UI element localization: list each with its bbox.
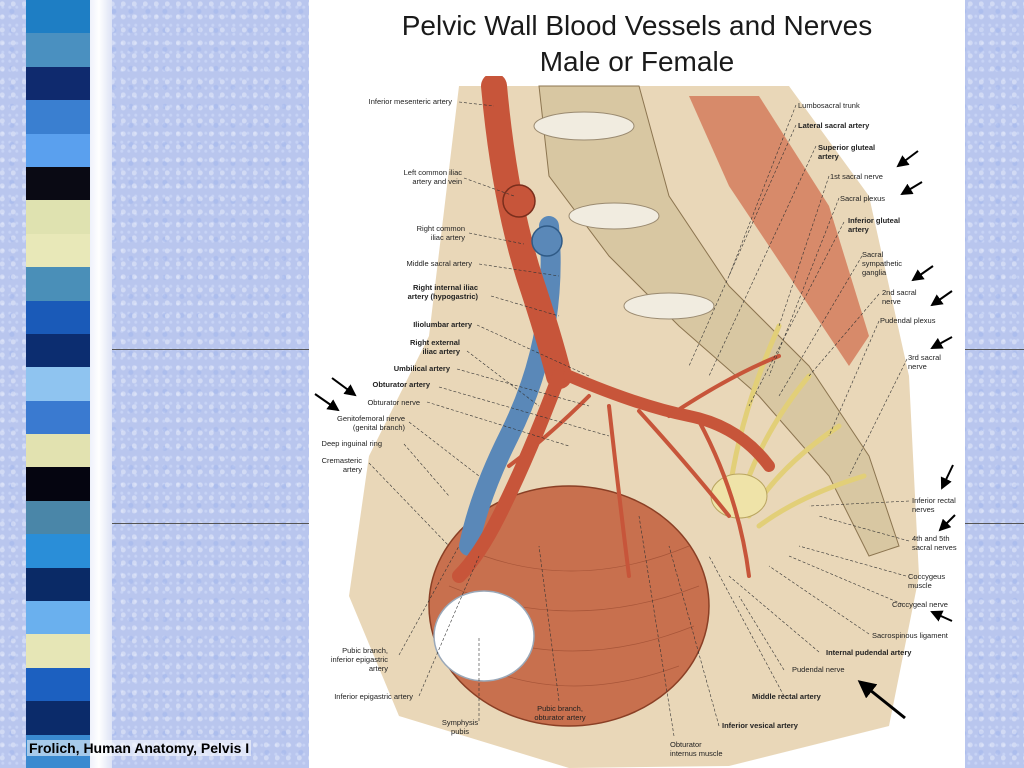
label-middle-rectal-artery: Middle rectal artery <box>752 692 821 701</box>
label-3rd-sacral-nerve: 3rd sacral nerve <box>908 353 941 371</box>
label-symphysis-pubis: Symphysis pubis <box>441 718 479 736</box>
label-cremasteric-artery: Cremasteric artery <box>321 456 362 474</box>
label-lumbosacral-trunk: Lumbosacral trunk <box>798 101 860 110</box>
pelvic-anatomy-illustration <box>349 76 919 768</box>
common-iliac-artery <box>481 76 572 389</box>
label-sacral-sympathetic-ganglia: Sacral sympathetic ganglia <box>862 250 903 277</box>
label-iliolumbar-artery: Iliolumbar artery <box>413 320 472 329</box>
stripe-band <box>26 66 90 102</box>
label-right-external-iliac-artery: Right external iliac artery <box>409 338 460 356</box>
label-sacrospinous-ligament: Sacrospinous ligament <box>872 631 948 640</box>
stripe-band <box>26 233 90 269</box>
label-inferior-rectal-nerves: Inferior rectal nerves <box>912 496 956 514</box>
label-pudendal-nerve: Pudendal nerve <box>792 665 845 674</box>
piriformis-muscle <box>689 96 869 366</box>
stripe-band <box>26 634 90 669</box>
stripe-band <box>26 0 90 35</box>
arrow-inferior-rectal-nerves <box>940 464 954 490</box>
stripe-band <box>26 166 90 202</box>
label-right-common-iliac-artery: Right common iliac artery <box>416 224 465 242</box>
label-middle-sacral-artery: Middle sacral artery <box>406 259 472 268</box>
label-1st-sacral-nerve: 1st sacral nerve <box>830 172 883 181</box>
vertebral-discs <box>533 111 715 320</box>
stripe-band <box>26 534 90 569</box>
arrow-1st-sacral-nerve <box>896 150 919 168</box>
arrow-genitofemoral-nerve <box>314 393 340 412</box>
label-pudendal-plexus: Pudendal plexus <box>880 316 936 325</box>
label-4th-5th-sacral-nerves: 4th and 5th sacral nerves <box>912 534 957 552</box>
stripe-band <box>26 434 90 469</box>
arrow-3rd-sacral-nerve <box>930 336 953 349</box>
label-inferior-mesenteric-artery: Inferior mesenteric artery <box>368 97 452 106</box>
slide-title-line-1: Pelvic Wall Blood Vessels and Nerves <box>401 10 873 41</box>
stripe-band <box>26 333 90 369</box>
arrow-obturator-nerve <box>331 377 357 397</box>
label-pubic-branch-inferior-epigastric: Pubic branch, inferior epigastric artery <box>330 646 388 673</box>
stripe-band <box>26 701 90 736</box>
label-obturator-internus-muscle: Obturator internus muscle <box>670 740 723 758</box>
iliac-vein-cross-section <box>531 225 563 257</box>
stripe-band <box>26 467 90 502</box>
arrow-pudendal-plexus <box>930 290 953 307</box>
pubic-bone <box>433 590 535 682</box>
label-pubic-branch-obturator-artery: Pubic branch, obturator artery <box>534 704 586 722</box>
stripe-band <box>26 667 90 703</box>
label-inferior-vesical-artery: Inferior vesical artery <box>722 721 798 730</box>
stripe-band <box>26 300 90 335</box>
label-leader-lines <box>368 101 910 737</box>
label-inferior-epigastric-artery: Inferior epigastric artery <box>334 692 413 701</box>
slide-title: Pelvic Wall Blood Vessels and Nerves Mal… <box>309 8 965 80</box>
stripe-band <box>26 33 90 68</box>
stripe-band <box>26 367 90 402</box>
decorative-stripe-column <box>26 0 90 768</box>
label-right-internal-iliac-artery: Right internal iliac artery (hypogastric… <box>407 283 478 301</box>
arrow-pudendal-nerve <box>857 680 906 720</box>
arrow-2nd-sacral-nerve <box>911 265 934 282</box>
label-coccygeal-nerve: Coccygeal nerve <box>892 600 948 609</box>
decorative-shadow-bar <box>90 0 112 768</box>
external-iliac-artery <box>452 369 566 583</box>
iliac-artery-cross-section <box>502 184 536 218</box>
stripe-band <box>26 267 90 302</box>
label-deep-inguinal-ring: Deep inguinal ring <box>321 439 382 448</box>
label-inferior-gluteal-artery: Inferior gluteal artery <box>848 216 901 234</box>
label-genitofemoral-nerve: Genitofemoral nerve (genital branch) <box>337 414 405 432</box>
stripe-band <box>26 200 90 235</box>
label-left-common-iliac: Left common iliac artery and vein <box>403 168 462 186</box>
iliac-vein <box>459 216 561 556</box>
stripe-band <box>26 133 90 168</box>
label-superior-gluteal-artery: Superior gluteal artery <box>818 143 876 161</box>
label-lateral-sacral-artery: Lateral sacral artery <box>798 121 870 130</box>
label-coccygeus-muscle: Coccygeus muscle <box>908 572 946 590</box>
label-obturator-artery: Obturator artery <box>372 380 430 389</box>
label-umbilical-artery: Umbilical artery <box>393 364 450 373</box>
stripe-band <box>26 601 90 636</box>
slide-title-line-2: Male or Female <box>539 46 735 77</box>
stripe-band <box>26 500 90 536</box>
arrow-sacral-plexus <box>900 181 923 196</box>
label-sacral-plexus: Sacral plexus <box>840 194 886 203</box>
label-internal-pudendal-artery: Internal pudendal artery <box>826 648 912 657</box>
arrow-coccygeal-nerve <box>930 610 953 622</box>
stripe-band <box>26 100 90 135</box>
label-obturator-nerve: Obturator nerve <box>367 398 420 407</box>
stripe-band <box>26 400 90 436</box>
arrow-4th-5th-sacral-nerves <box>938 514 956 532</box>
slide-footer-credit: Frolich, Human Anatomy, Pelvis I <box>27 740 252 756</box>
internal-iliac-artery <box>563 370 775 472</box>
label-2nd-sacral-nerve: 2nd sacral nerve <box>882 288 917 306</box>
stripe-band <box>26 567 90 603</box>
artery-branches <box>507 354 781 578</box>
